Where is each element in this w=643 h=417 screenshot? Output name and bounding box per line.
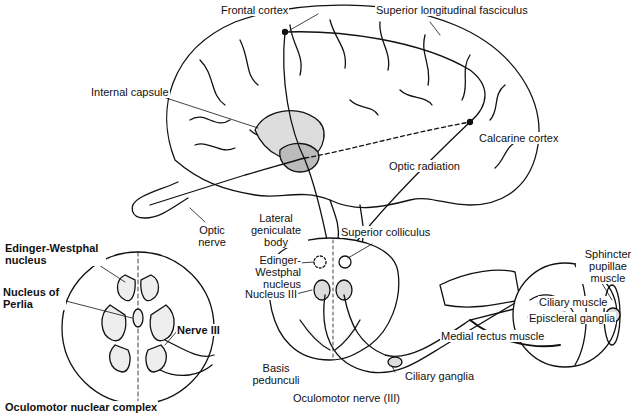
part-label: Lateral geniculate body [244,212,308,248]
part-label: Sphincter pupillae muscle [576,248,640,284]
part-label: Edinger-Westphal nucleus [4,242,106,266]
part-label: Nucleus of Perlia [2,286,66,310]
part-label: Optic nerve [190,224,234,248]
part-label: Basis pedunculi [246,362,306,386]
part-label: Medial rectus muscle [440,330,545,342]
part-label: Episcleral ganglia [528,312,616,324]
part-label: Edinger-Westphal nucleus [214,254,302,290]
part-label: Superior colliculus [340,226,431,238]
part-label: Optic radiation [388,160,461,172]
part-label: Nerve III [176,324,221,336]
part-label: Frontal cortex [220,4,289,16]
part-label: Oculomotor nuclear complex [4,401,158,413]
part-label: Internal capsule [90,86,170,98]
part-label: Superior longitudinal fasciculus [375,4,529,16]
part-label: Ciliary muscle [538,296,608,308]
part-label: Nucleus III [240,288,298,300]
part-label: Oculomotor nerve (III) [292,392,401,404]
part-label: Ciliary ganglia [404,370,475,382]
part-label: Calcarine cortex [478,132,559,144]
